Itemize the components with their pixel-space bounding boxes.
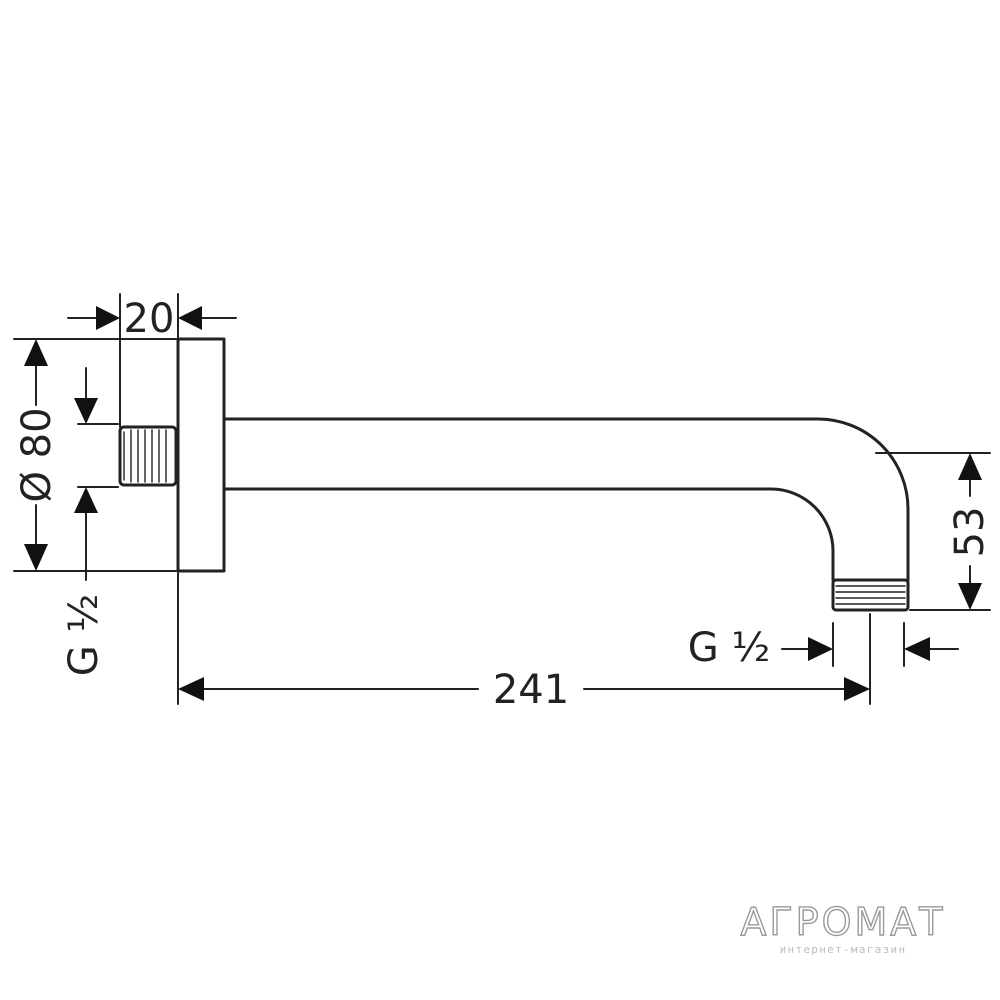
dimension-wall-thread: G ½	[61, 367, 119, 676]
dimension-outlet-thread: G ½	[688, 622, 959, 671]
watermark-tagline: интернет-магазин	[780, 943, 907, 956]
shower-arm-tube	[222, 417, 910, 582]
watermark-brand: АГРОМАТ	[741, 900, 946, 944]
wall-flange	[176, 337, 226, 573]
dimension-label-20: 20	[124, 296, 175, 342]
part-outline	[118, 337, 910, 612]
dimension-drop-height: 53	[875, 452, 993, 611]
dimension-arm-length: 241	[177, 572, 871, 713]
dimension-label-wall-thread: G ½	[61, 594, 107, 676]
shower-arm-tube-inner	[222, 487, 835, 582]
wall-thread-connector	[118, 425, 178, 487]
dimension-label-outlet-thread: G ½	[688, 625, 770, 671]
outlet-thread-connector	[831, 578, 910, 612]
dimension-label-241: 241	[493, 667, 569, 713]
dimension-label-53: 53	[947, 507, 993, 558]
watermark-logo: АГРОМАТ интернет-магазин	[740, 899, 946, 956]
dimension-flange-depth: 20	[67, 293, 237, 428]
dimension-flange-diameter: Ø 80	[13, 338, 177, 572]
dimension-label-diameter-80: Ø 80	[14, 407, 60, 502]
